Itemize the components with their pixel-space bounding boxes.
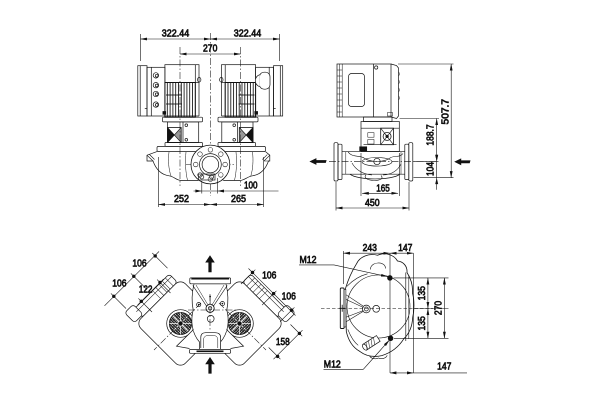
svg-text:507.7: 507.7 (440, 99, 451, 125)
svg-text:165: 165 (376, 183, 390, 194)
svg-text:135: 135 (417, 316, 428, 331)
svg-text:106: 106 (282, 292, 297, 303)
svg-text:135: 135 (417, 286, 428, 301)
svg-text:158: 158 (276, 337, 290, 348)
svg-text:100: 100 (244, 181, 258, 192)
svg-text:270: 270 (433, 300, 444, 315)
svg-text:147: 147 (437, 362, 451, 373)
svg-text:188.7: 188.7 (426, 124, 437, 145)
svg-text:265: 265 (231, 194, 246, 205)
svg-text:106: 106 (132, 258, 147, 269)
svg-text:322.44: 322.44 (162, 28, 190, 39)
svg-text:252: 252 (174, 194, 189, 205)
svg-text:106: 106 (112, 279, 127, 290)
svg-text:322.44: 322.44 (234, 28, 262, 39)
svg-text:243: 243 (363, 243, 378, 254)
svg-text:147: 147 (398, 243, 412, 254)
svg-text:270: 270 (203, 44, 218, 55)
svg-text:122: 122 (139, 284, 153, 295)
svg-text:450: 450 (365, 198, 380, 209)
svg-text:M12: M12 (300, 255, 317, 266)
svg-text:104: 104 (426, 162, 437, 176)
svg-text:M12: M12 (324, 360, 341, 371)
svg-text:106: 106 (262, 271, 277, 282)
